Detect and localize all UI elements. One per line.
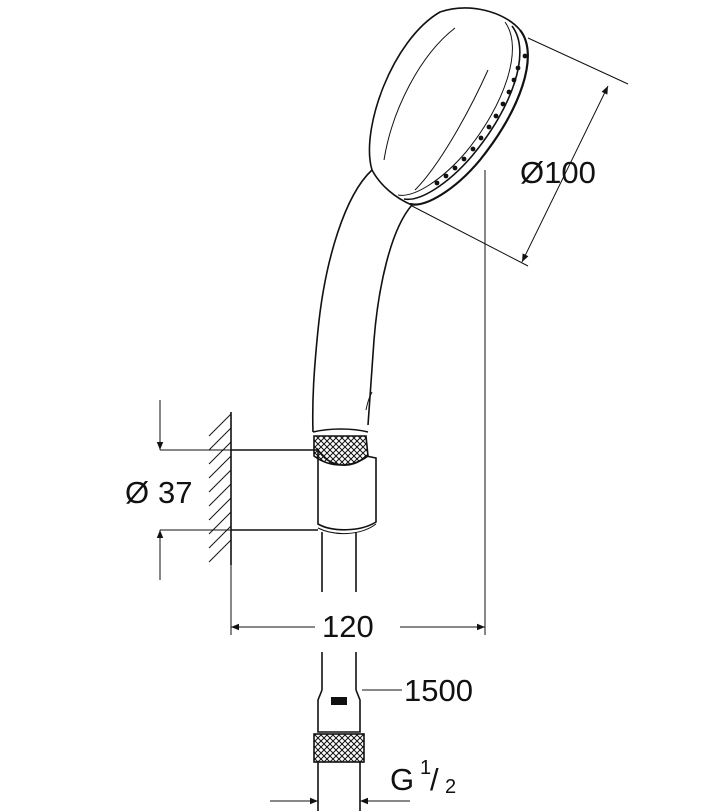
- shower-head: [368, 7, 529, 206]
- dimension-width: 120: [230, 565, 485, 644]
- shower-handle: [311, 169, 413, 466]
- hose-knurled-nut: [313, 733, 365, 763]
- dimension-hose-length: 1500: [362, 673, 473, 708]
- wall-hatching: [208, 413, 232, 563]
- thread-slash: /: [430, 762, 439, 797]
- width-label: 120: [322, 609, 374, 644]
- spray-nozzles: [434, 53, 528, 186]
- hose-length-label: 1500: [404, 673, 473, 708]
- hose-upper: [321, 532, 357, 592]
- thread-numerator: 1: [420, 757, 431, 779]
- wall-holder: [208, 412, 377, 565]
- dimension-holder-diameter: Ø 37: [125, 400, 231, 580]
- dimension-thread: G 1 / 2: [270, 757, 456, 805]
- holder-diameter-value: 37: [158, 475, 192, 510]
- thread-denominator: 2: [445, 776, 456, 798]
- holder-diameter-symbol: Ø: [125, 475, 149, 510]
- hose-connector-mark: [331, 697, 347, 705]
- thread-prefix: G: [390, 762, 414, 797]
- dimension-head-diameter: Ø100: [411, 37, 629, 267]
- head-diameter-label: Ø100: [520, 155, 596, 190]
- hose-lower: [313, 652, 365, 811]
